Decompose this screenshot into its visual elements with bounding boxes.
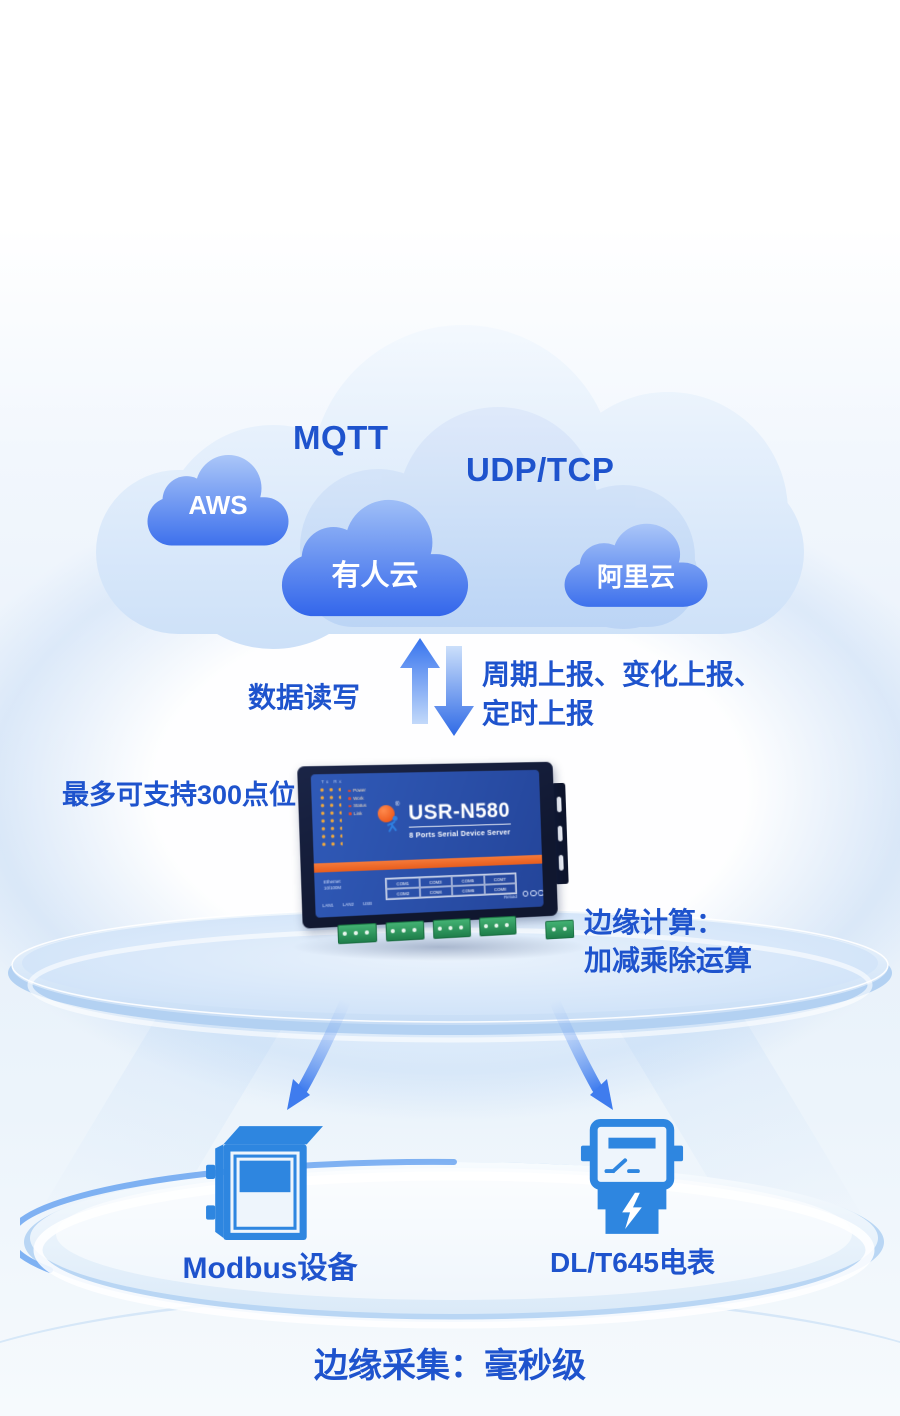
usr-cloud-icon bbox=[281, 499, 469, 617]
max-points-label: 最多可支持300点位 bbox=[62, 780, 297, 810]
terminal-block bbox=[432, 918, 472, 939]
meter-device-label: DL/T645电表 bbox=[550, 1247, 715, 1278]
right-arrow-shaft bbox=[549, 1000, 603, 1094]
led-labels: Power Work Status Link bbox=[348, 786, 367, 817]
terminal-block-power bbox=[545, 919, 575, 940]
usr-cloud-label: 有人云 bbox=[331, 560, 419, 592]
left-arrow-shaft bbox=[297, 1000, 351, 1094]
orange-stripe bbox=[313, 854, 543, 873]
device-brand: ® USR-N580 8 Ports Serial Device Server bbox=[376, 798, 511, 840]
ethernet-line1: Ethernet bbox=[323, 878, 341, 885]
ali-cloud-icon bbox=[564, 523, 708, 607]
ethernet-label: Ethernet 10/100M bbox=[324, 879, 342, 891]
com-cell: COM8 bbox=[484, 883, 517, 895]
lan1-label: LAN1 bbox=[322, 902, 334, 909]
led-label-link: Link bbox=[349, 810, 367, 818]
com-cell: COM1 bbox=[385, 877, 420, 890]
aws-cloud-icon bbox=[147, 455, 289, 546]
device-subtitle: 8 Ports Serial Device Server bbox=[408, 823, 511, 840]
power-terminal-dots bbox=[522, 889, 544, 898]
report-modes-line2: 定时上报 bbox=[482, 698, 595, 729]
aws-cloud-label: AWS bbox=[188, 490, 248, 520]
terminal-block bbox=[337, 922, 378, 945]
device-body: Tx Rx Power Work Status Link ® bbox=[297, 761, 558, 929]
lan2-label: LAN2 bbox=[342, 901, 354, 908]
ali-cloud: 阿里云 bbox=[560, 521, 712, 611]
updown-arrow-icon bbox=[400, 638, 474, 736]
com-cell: COM4 bbox=[419, 886, 453, 898]
right-arrow-head-icon bbox=[590, 1079, 613, 1110]
device-title-block: USR-N580 8 Ports Serial Device Server bbox=[408, 798, 511, 840]
led-label-power: Power bbox=[348, 786, 366, 794]
led-column-header: Tx Rx bbox=[321, 778, 344, 785]
com-cell: COM6 bbox=[451, 884, 485, 897]
terminal-block bbox=[478, 915, 517, 937]
gateway-device: Tx Rx Power Work Status Link ® bbox=[297, 761, 575, 945]
protocol-label-udp-tcp: UDP/TCP bbox=[466, 451, 615, 488]
protocol-label-mqtt: MQTT bbox=[293, 419, 389, 456]
report-modes-line1: 周期上报、变化上报、 bbox=[482, 659, 763, 690]
usb-label: USB bbox=[362, 900, 372, 907]
upper-platform bbox=[8, 907, 892, 1043]
electric-meter-icon bbox=[580, 1119, 684, 1234]
data-readwrite-label: 数据读写 bbox=[248, 682, 361, 713]
led-matrix bbox=[319, 787, 343, 849]
modbus-cabinet-icon bbox=[206, 1126, 323, 1240]
edge-compute-line1: 边缘计算： bbox=[584, 907, 725, 938]
usr-cloud: 有人云 bbox=[276, 496, 474, 622]
logo-orange-dot bbox=[377, 804, 395, 823]
edge-compute-line2: 加减乘除运算 bbox=[584, 945, 753, 976]
com-cell: COM2 bbox=[386, 887, 420, 900]
led-label-work: Work bbox=[348, 794, 366, 802]
ethernet-line2: 10/100M bbox=[323, 884, 342, 891]
ali-cloud-label: 阿里云 bbox=[596, 562, 675, 592]
com-port-table: COM1 COM3 COM5 COM7 COM2 COM4 COM6 COM8 bbox=[384, 872, 518, 901]
modbus-device-label: Modbus设备 bbox=[182, 1252, 358, 1285]
port-labels: LAN1 LAN2 USB bbox=[322, 901, 372, 908]
edge-collect-caption: 边缘采集：毫秒级 bbox=[314, 1347, 586, 1385]
left-arrow-head-icon bbox=[287, 1079, 310, 1110]
lower-platform bbox=[20, 1158, 884, 1329]
reload-label: Reload bbox=[503, 894, 518, 900]
logo-person-icon bbox=[385, 815, 401, 834]
usr-logo-icon: ® bbox=[376, 801, 407, 838]
registered-mark: ® bbox=[395, 801, 400, 808]
aws-cloud: AWS bbox=[143, 452, 293, 550]
device-faceplate: Tx Rx Power Work Status Link ® bbox=[310, 769, 544, 918]
led-label-status: Status bbox=[348, 802, 366, 810]
device-model: USR-N580 bbox=[408, 798, 511, 825]
downlink-arrows bbox=[287, 1000, 613, 1110]
